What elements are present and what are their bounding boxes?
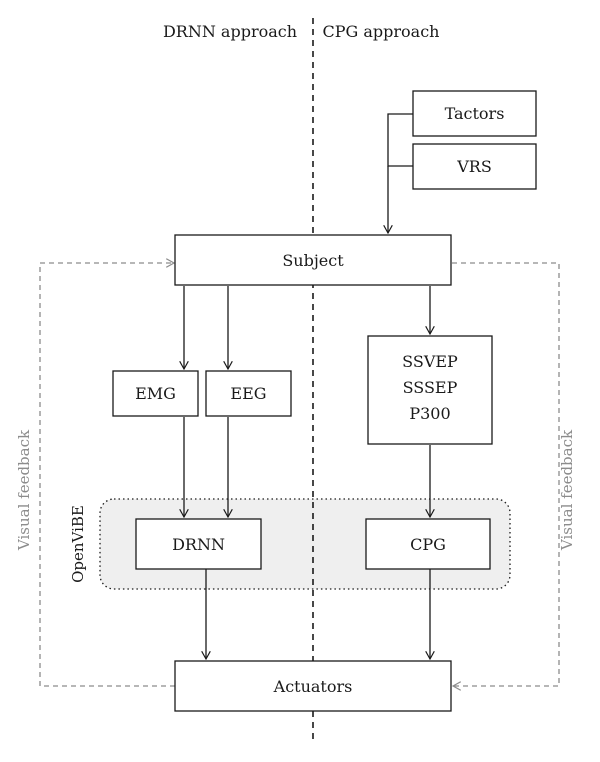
- feedback-loop-right: [452, 262, 560, 686]
- subject-label: Subject: [282, 251, 344, 270]
- openvibe-label: OpenViBE: [69, 505, 87, 583]
- vrs-box: [412, 143, 537, 190]
- subject-box: [174, 234, 452, 286]
- eeg-label: EEG: [230, 384, 266, 403]
- ssvep-label: SSVEP: [402, 352, 458, 371]
- feedback-loop-left: [39, 263, 175, 687]
- visual-feedback-label-left: Visual feedback: [15, 429, 33, 551]
- drnn-label: DRNN: [172, 535, 225, 554]
- emg-label: EMG: [135, 384, 176, 403]
- drnn-box: [135, 518, 262, 570]
- p300-label: P300: [409, 404, 450, 423]
- tactors-box: [412, 90, 537, 137]
- visual-feedback-label-right: Visual feedback: [558, 429, 576, 551]
- emg-box: [112, 370, 199, 417]
- tactors-label: Tactors: [445, 104, 505, 123]
- cpg-label: CPG: [410, 535, 446, 554]
- actuators-box: [174, 660, 452, 712]
- ssvep-sssep-p300-box: [367, 335, 493, 445]
- vrs-label: VRS: [456, 157, 492, 176]
- edge-tactors-vrs-bracket: [387, 113, 413, 167]
- sssep-label: SSSEP: [403, 378, 458, 397]
- header-cpg-approach: CPG approach: [323, 22, 440, 41]
- cpg-box: [365, 518, 491, 570]
- eeg-box: [205, 370, 292, 417]
- actuators-label: Actuators: [273, 677, 353, 696]
- header-drnn-approach: DRNN approach: [163, 22, 297, 41]
